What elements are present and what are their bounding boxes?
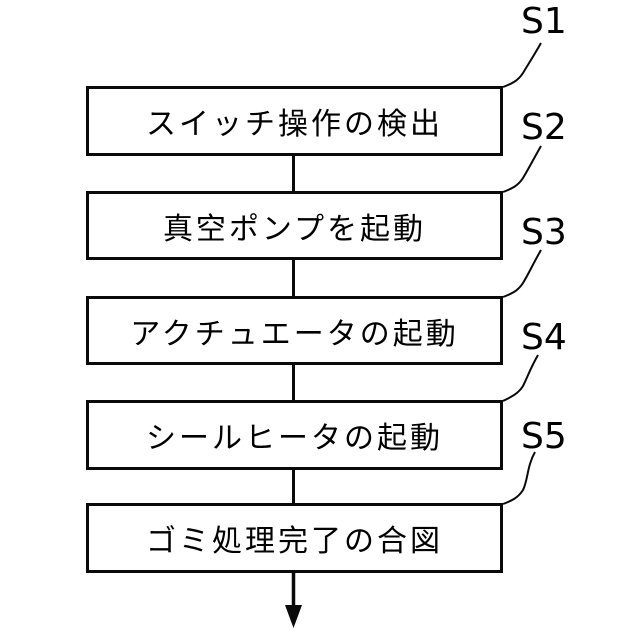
step-code-s2: S2: [521, 107, 567, 148]
flow-step-label-3: アクチュエータの起動: [130, 317, 459, 351]
step-code-s4: S4: [521, 317, 567, 358]
leader-line-s3: [502, 249, 542, 298]
flow-step-label-4: シールヒータの起動: [146, 422, 443, 455]
flow-step-box-2: 真空ポンプを起動: [86, 191, 503, 260]
step-code-s5: S5: [521, 416, 567, 457]
flow-step-box-1: スイッチ操作の検出: [86, 86, 503, 156]
flow-step-box-4: シールヒータの起動: [86, 400, 503, 470]
flow-step-label-1: スイッチ操作の検出: [146, 108, 443, 141]
leader-line-s5: [502, 451, 536, 505]
step-code-s1: S1: [521, 1, 567, 42]
flow-step-box-5: ゴミ処理完了の合図: [86, 503, 503, 573]
leader-line-s1: [502, 42, 542, 88]
leader-line-s2: [502, 145, 542, 193]
flow-step-label-2: 真空ポンプを起動: [162, 212, 427, 246]
flow-step-label-5: ゴミ処理完了の合図: [146, 525, 443, 558]
step-code-s3: S3: [521, 212, 567, 253]
leader-line-s4: [502, 354, 539, 402]
flow-step-box-3: アクチュエータの起動: [86, 296, 503, 365]
flow-exit-arrowhead: [285, 605, 302, 628]
